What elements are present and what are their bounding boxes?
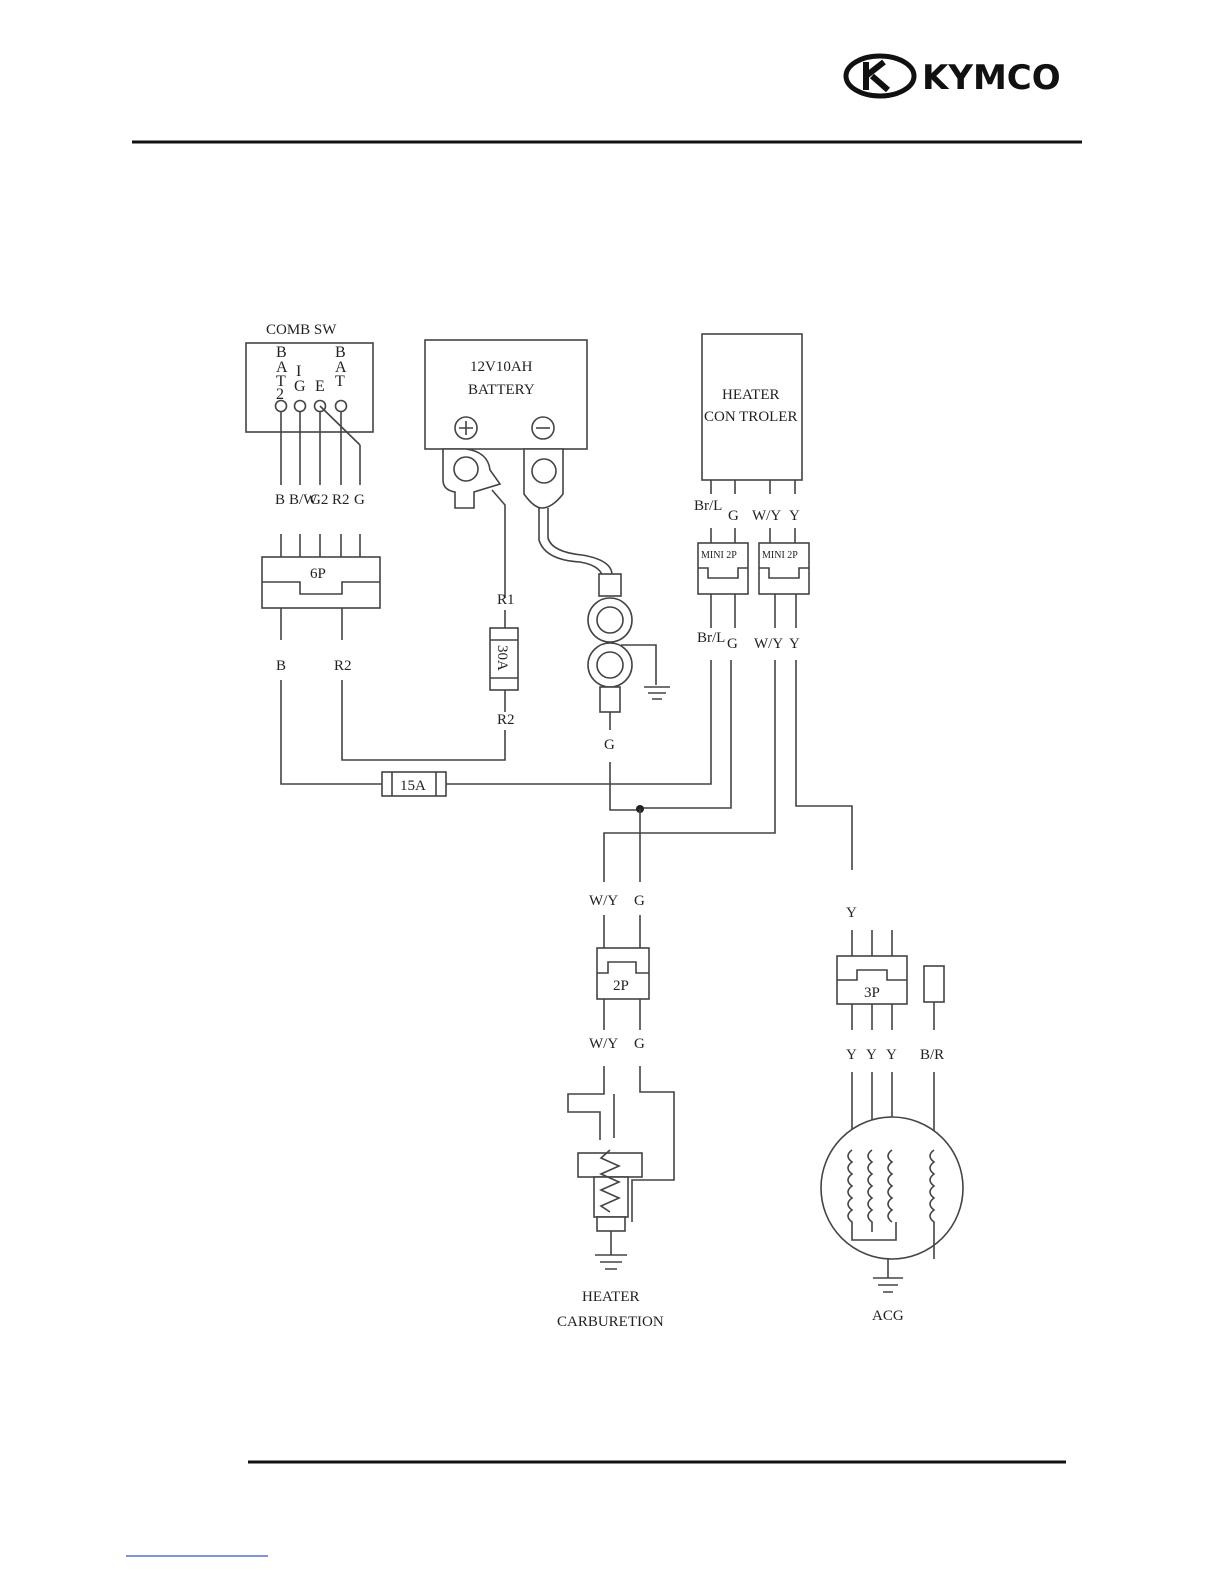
battery-capacity: 12V10AH <box>470 359 533 375</box>
fuse-bottom-wire: R2 <box>497 712 515 728</box>
connector-6p-wires <box>281 608 342 640</box>
acg-connector-3p: Y 3P Y Y Y B/R <box>837 905 944 1063</box>
acg-label: ACG <box>872 1308 904 1324</box>
heater-top-wy: W/Y <box>589 893 618 909</box>
connector-6p: 6P <box>262 557 380 608</box>
acg-connector-label: 3P <box>864 985 880 1001</box>
comb-sw-e: E <box>315 378 325 395</box>
heater-controller: HEATER CON TROLER Br/L G W/Y Y MINI 2P M… <box>604 334 852 882</box>
hc-below-br: Br/L <box>697 630 725 646</box>
heater-controller-line1: HEATER <box>722 387 780 403</box>
hc-wire-wy: W/Y <box>752 508 781 524</box>
wire-g: G <box>354 492 365 508</box>
mini-2p-b-label: MINI 2P <box>762 550 798 561</box>
wire-g2: G2 <box>310 492 328 508</box>
comb-sw-bat1-t: T <box>335 373 345 390</box>
hc-wire-y: Y <box>789 508 800 524</box>
acg-ground-icon <box>873 1259 903 1292</box>
comb-sw-wires-lower <box>281 534 360 557</box>
fuse-top-wire: R1 <box>497 592 515 608</box>
wire-b: B <box>275 492 285 508</box>
acg-housing <box>821 1117 963 1259</box>
heater-carburetion: HEATER CARBURETION <box>557 1066 674 1330</box>
terminal-bat1 <box>336 401 347 412</box>
hc-y-run <box>796 660 852 870</box>
comb-switch: COMB SW B A T 2 I G E B A T B B/W G2 R2 … <box>246 322 373 557</box>
acg-wire-y3: Y <box>886 1047 897 1063</box>
wire-r2: R2 <box>332 492 350 508</box>
fuse-15a-label: 15A <box>400 778 426 794</box>
heater-carburetion-line2: CARBURETION <box>557 1314 664 1330</box>
hc-ground-run <box>640 660 731 808</box>
kymco-logo-k-icon <box>866 62 888 90</box>
hc-below-y: Y <box>789 636 800 652</box>
terminal-ig <box>295 401 306 412</box>
fuse-30a: R1 30A R2 <box>342 592 518 760</box>
heater-top-g: G <box>634 893 645 909</box>
mini-2p-a-label: MINI 2P <box>701 550 737 561</box>
comb-sw-box <box>246 343 373 432</box>
brand-name: KYMCO <box>922 58 1061 98</box>
acg-wire-y1: Y <box>846 1047 857 1063</box>
lower-wire-r2: R2 <box>334 658 352 674</box>
hc-wire-br: Br/L <box>694 498 722 514</box>
acg-top-wire: Y <box>846 905 857 921</box>
heater-carburetion-line1: HEATER <box>582 1289 640 1305</box>
heater-connector-2p: W/Y G 2P W/Y G <box>589 893 649 1052</box>
hc-below-g: G <box>727 636 738 652</box>
hc-below-wy: W/Y <box>754 636 783 652</box>
comb-sw-ig-g: G <box>294 378 306 395</box>
hc-wire-g: G <box>728 508 739 524</box>
acg-wire-br: B/R <box>920 1047 944 1063</box>
terminal-bat2 <box>276 401 287 412</box>
acg-generator: ACG <box>821 1072 963 1324</box>
connector-6p-label: 6P <box>310 566 326 582</box>
kymco-logo: KYMCO <box>846 56 1061 98</box>
heater-controller-box <box>702 334 802 480</box>
wire-r2-run <box>342 680 505 760</box>
heater-controller-line2: CON TROLER <box>704 409 797 425</box>
heater-ground-icon <box>595 1231 627 1269</box>
heater-bottom-wy: W/Y <box>589 1036 618 1052</box>
comb-sw-title: COMB SW <box>266 322 337 338</box>
battery: 12V10AH BATTERY <box>425 340 612 598</box>
b-r-terminal <box>924 966 944 1002</box>
wire-r1 <box>492 490 505 598</box>
battery-label: BATTERY <box>468 382 535 398</box>
ground-wire-label: G <box>604 737 615 753</box>
acg-wire-y2: Y <box>866 1047 877 1063</box>
heater-bottom-g: G <box>634 1036 645 1052</box>
frame-ground: G <box>588 574 670 810</box>
heater-connector-label: 2P <box>613 978 629 994</box>
lower-wire-b: B <box>276 658 286 674</box>
fuse-30a-label: 30A <box>494 645 510 671</box>
hc-wy-run <box>604 660 775 882</box>
